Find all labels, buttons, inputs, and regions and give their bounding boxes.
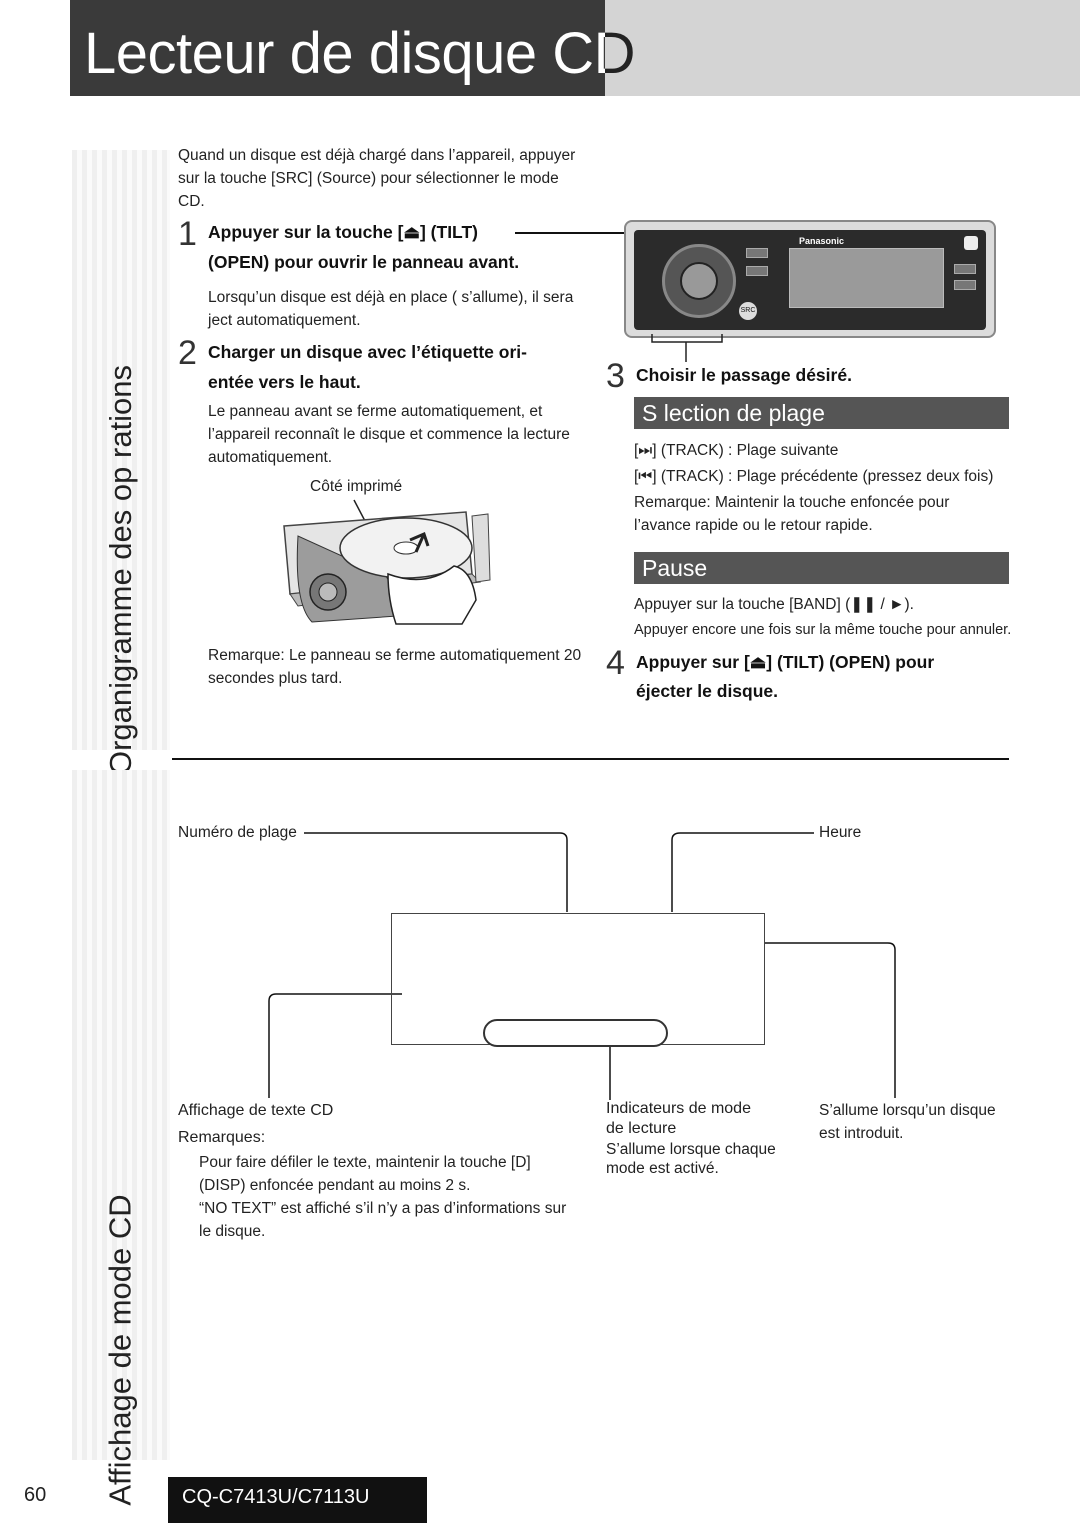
sidetab-cd-display: Affichage de mode CD	[72, 770, 170, 1506]
play-mode-description: S’allume lorsque chaque mode est activé.	[606, 1141, 776, 1177]
section-divider	[172, 758, 1009, 760]
disc-insertion-illustration	[283, 499, 491, 625]
step-2-title-line1: Charger un disque avec l’étiquette ori-	[208, 342, 527, 362]
step-2-number: 2	[178, 334, 197, 372]
label-play-mode-line2: de lecture	[606, 1120, 677, 1137]
step-1-number: 1	[178, 215, 197, 253]
step-4-title-line2: éjecter le disque.	[636, 681, 779, 701]
model-name-box: CQ-C7413U/C7113U	[168, 1477, 427, 1523]
step-2-description: Le panneau avant se ferme automatiquemen…	[208, 403, 570, 466]
step-1-title-line1: Appuyer sur la touche [⏏] (TILT)	[208, 222, 478, 242]
disp-button[interactable]	[746, 266, 768, 276]
play-mode-indicator	[483, 1019, 668, 1047]
disc-indicator-description: S’allume lorsqu’un disque est introduit.	[819, 1102, 996, 1142]
step-4-title-line1: Appuyer sur [⏏] (TILT) (OPEN) pour	[636, 652, 935, 672]
sidetab-cd-display-label: Affichage de mode CD	[103, 1194, 138, 1506]
page-number: 60	[24, 1484, 47, 1506]
remark-2: “NO TEXT” est affiché s’il n’y a pas d’i…	[199, 1200, 567, 1240]
panel-display	[789, 248, 944, 308]
step-1-description: Lorsqu’un disque est déjà en place ( s’a…	[208, 289, 574, 329]
page-header: Lecteur de disque CD	[70, 0, 1080, 96]
remark-1: Pour faire défiler le texte, maintenir l…	[199, 1154, 531, 1194]
remarks-label: Remarques:	[178, 1129, 266, 1146]
pause-line-2: Appuyer encore une fois sur la même touc…	[634, 622, 1012, 638]
intro-text: Quand un disque est déjà chargé dans l’a…	[178, 147, 576, 210]
pause-heading: Pause	[634, 552, 1009, 584]
band-button[interactable]	[746, 248, 768, 258]
step-2-title-line2: entée vers le haut.	[208, 372, 361, 392]
panel-body: SRC Panasonic	[634, 230, 986, 330]
label-time: Heure	[819, 824, 862, 841]
car-stereo-front-panel: SRC Panasonic	[624, 220, 996, 338]
step-1-title-line2: (OPEN) pour ouvrir le panneau avant.	[208, 252, 520, 272]
track-selection-note: Remarque: Maintenir la touche enfoncée p…	[634, 494, 950, 534]
page-title: Lecteur de disque CD	[84, 21, 636, 86]
step-2-note: Remarque: Le panneau se ferme automatiqu…	[208, 647, 582, 687]
track-selection-heading: S lection de plage	[634, 397, 1009, 429]
volume-knob[interactable]	[662, 244, 736, 318]
side-button-1[interactable]	[954, 264, 976, 274]
src-button[interactable]: SRC	[739, 302, 757, 320]
side-button-2[interactable]	[954, 280, 976, 290]
track-next: [⏭] (TRACK) : Plage suivante	[634, 442, 839, 459]
label-cd-text: Affichage de texte CD	[178, 1102, 334, 1119]
step-4-number: 4	[606, 644, 625, 682]
sidetab-flowchart-label: Organigramme des op rations	[103, 364, 138, 776]
device-bracket	[651, 334, 723, 362]
track-previous: [⏮] (TRACK) : Plage précédente (pressez …	[634, 468, 994, 485]
sidetab-flowchart: Organigramme des op rations	[72, 150, 170, 775]
brand-logo: Panasonic	[799, 236, 845, 246]
display-callout-lines	[268, 832, 896, 1100]
printed-side-label: Côté imprimé	[310, 478, 403, 495]
label-play-mode-line1: Indicateurs de mode	[606, 1100, 751, 1117]
pause-line-1: Appuyer sur la touche [BAND] (❚❚ / ►).	[634, 596, 914, 613]
step-3-number: 3	[606, 357, 625, 395]
eject-button[interactable]	[964, 236, 978, 250]
header-dark-band	[70, 0, 605, 96]
step-3-title: Choisir le passage désiré.	[636, 365, 852, 385]
label-track-number: Numéro de plage	[178, 824, 297, 841]
